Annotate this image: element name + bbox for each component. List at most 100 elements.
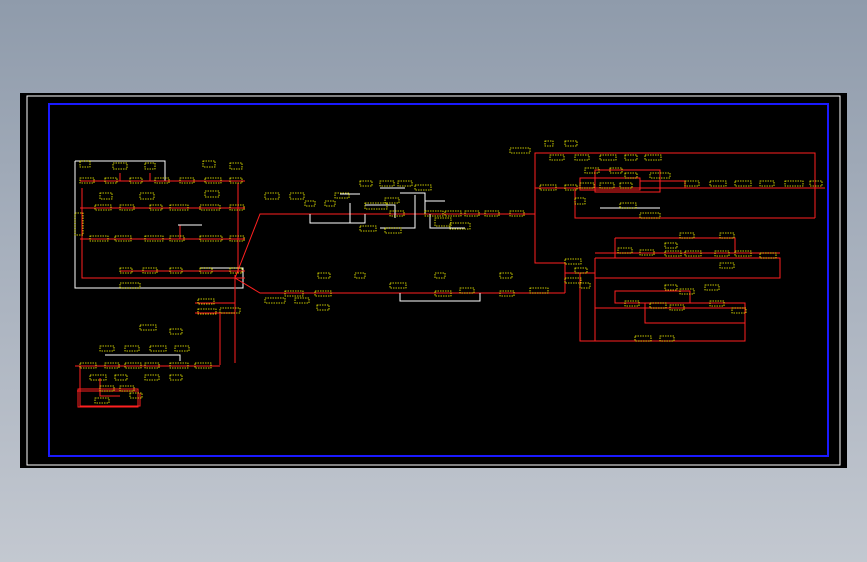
annotation-mark <box>129 177 143 184</box>
annotation-mark <box>564 184 578 191</box>
annotation-mark <box>314 290 332 297</box>
annotation-mark <box>219 307 241 314</box>
annotation-mark <box>379 180 395 187</box>
annotation-labels <box>74 140 823 404</box>
main-junction <box>195 213 320 365</box>
annotation-mark <box>759 252 777 259</box>
annotation-mark <box>599 182 615 189</box>
annotation-mark <box>139 192 155 200</box>
annotation-mark <box>579 282 591 289</box>
annotation-mark <box>197 308 217 315</box>
annotation-mark <box>304 200 316 207</box>
annotation-mark <box>169 362 189 369</box>
annotation-mark <box>639 249 655 256</box>
annotation-mark <box>539 184 557 191</box>
annotation-mark <box>202 160 216 168</box>
annotation-mark <box>142 267 158 274</box>
annotation-mark <box>599 154 617 161</box>
annotation-mark <box>389 210 405 217</box>
annotation-mark <box>669 304 685 311</box>
annotation-mark <box>549 154 565 161</box>
annotation-mark <box>199 235 223 242</box>
annotation-mark <box>119 204 135 211</box>
annotation-mark <box>197 298 215 305</box>
annotation-mark <box>619 182 633 189</box>
annotation-mark <box>564 140 578 147</box>
annotation-mark <box>499 290 515 297</box>
annotation-mark <box>229 204 245 211</box>
right-lower-blocks <box>565 237 781 342</box>
annotation-mark <box>584 167 600 174</box>
drawing-sheet[interactable] <box>20 93 847 468</box>
middle-lower-run <box>260 292 565 302</box>
middle-upper-run <box>260 187 535 229</box>
annotation-mark <box>809 180 823 187</box>
annotation-mark <box>144 374 160 381</box>
annotation-mark <box>94 204 112 211</box>
annotation-mark <box>174 345 190 352</box>
annotation-mark <box>169 328 183 335</box>
annotation-mark <box>684 180 700 187</box>
annotation-mark <box>354 272 366 279</box>
annotation-mark <box>544 140 554 147</box>
annotation-mark <box>704 284 720 291</box>
annotation-mark <box>289 192 305 200</box>
annotation-mark <box>397 180 413 187</box>
annotation-mark <box>99 385 115 392</box>
annotation-mark <box>229 162 243 170</box>
left-top-block <box>74 160 245 289</box>
annotation-mark <box>104 177 118 184</box>
annotation-mark <box>579 182 595 189</box>
annotation-mark <box>124 345 140 352</box>
annotation-mark <box>434 290 452 297</box>
annotation-mark <box>144 235 164 242</box>
annotation-mark <box>444 210 462 217</box>
annotation-mark <box>574 154 590 161</box>
annotation-mark <box>119 267 133 274</box>
annotation-mark <box>619 202 637 209</box>
annotation-mark <box>79 362 97 369</box>
annotation-mark <box>89 374 107 381</box>
annotation-mark <box>734 250 752 257</box>
annotation-mark <box>731 307 747 314</box>
annotation-mark <box>664 250 682 257</box>
annotation-mark <box>229 267 243 274</box>
annotation-mark <box>464 210 480 217</box>
annotation-mark <box>574 267 588 274</box>
annotation-mark <box>204 177 222 184</box>
annotation-mark <box>74 212 84 236</box>
annotation-mark <box>334 192 350 199</box>
annotation-mark <box>424 210 444 217</box>
annotation-mark <box>389 282 407 289</box>
annotation-mark <box>129 392 143 399</box>
annotation-mark <box>564 258 582 265</box>
annotation-mark <box>144 162 156 170</box>
annotation-mark <box>719 232 735 239</box>
annotation-mark <box>194 362 212 369</box>
annotation-mark <box>664 242 678 249</box>
annotation-mark <box>104 362 120 369</box>
annotation-mark <box>284 290 304 297</box>
annotation-mark <box>99 192 113 200</box>
annotation-mark <box>659 335 675 342</box>
annotation-mark <box>294 297 310 304</box>
annotation-mark <box>414 184 432 191</box>
annotation-mark <box>229 177 243 184</box>
annotation-mark <box>734 180 752 187</box>
annotation-mark <box>204 190 220 198</box>
annotation-mark <box>649 172 671 179</box>
annotation-mark <box>94 397 110 404</box>
annotation-mark <box>79 160 91 168</box>
annotation-mark <box>434 217 452 227</box>
annotation-mark <box>459 287 475 294</box>
annotation-mark <box>759 180 775 187</box>
annotation-mark <box>624 172 638 179</box>
annotation-mark <box>679 288 695 295</box>
annotation-mark <box>509 210 525 217</box>
annotation-mark <box>624 300 640 307</box>
annotation-mark <box>114 235 132 242</box>
inner-border <box>48 103 829 457</box>
annotation-mark <box>709 300 725 307</box>
annotation-mark <box>324 200 336 207</box>
